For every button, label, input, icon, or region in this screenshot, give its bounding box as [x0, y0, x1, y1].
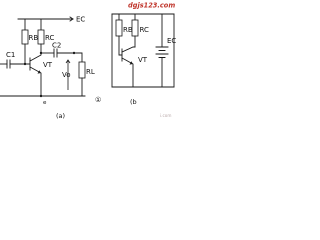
circle-marker-b: ①: [95, 96, 101, 104]
vo-arrow-a: [65, 59, 71, 90]
transistor-vt-b: [121, 46, 136, 88]
supply-label-a: EC: [76, 16, 85, 24]
resistor-rb-label-a: RB: [29, 34, 39, 42]
resistor-rl-a: [78, 61, 86, 79]
transistor-vt-label-a: VT: [43, 61, 53, 69]
transistor-vt-a: [29, 52, 42, 97]
emitter-terminal-label-a: e: [43, 100, 47, 106]
supply-arrow-a: [69, 16, 74, 22]
watermark-corner: i.com: [160, 113, 171, 118]
transistor-vt-label-b: VT: [138, 56, 148, 64]
circuit-diagram-canvas: dgjs123.com EC RB RC C2 C1: [0, 2, 176, 120]
output-node-a: [72, 51, 76, 55]
circuit-b: RB RC VT EC ① (b i.com: [95, 13, 176, 118]
resistor-rb-b: [115, 19, 123, 37]
capacitor-c1-label-a: C1: [6, 51, 15, 59]
watermark-site: dgjs123.com: [128, 2, 175, 10]
emitter-node-a: [39, 94, 43, 98]
resistor-rb-label-b: RB: [123, 26, 133, 34]
resistor-rc-a: [37, 29, 45, 45]
resistor-rc-label-a: RC: [45, 34, 55, 42]
resistor-rc-b: [131, 19, 139, 37]
output-voltage-label-a: Vo: [62, 71, 71, 79]
resistor-rb-a: [21, 29, 29, 45]
panel-caption-a: (a): [56, 112, 65, 120]
panel-caption-b: (b: [130, 98, 137, 106]
output-wire-a: [73, 52, 83, 63]
base-node-a: [23, 62, 27, 66]
resistor-rc-label-b: RC: [140, 26, 150, 34]
circuit-a: EC RB RC C2 C1 VT e: [0, 16, 95, 120]
resistor-rl-label-a: RL: [86, 68, 95, 76]
battery-ec-label-b: EC: [167, 37, 176, 45]
rb-to-base-wire-b: [118, 35, 123, 56]
battery-ec-b: [155, 46, 169, 58]
capacitor-c2-label-a: C2: [52, 42, 61, 50]
